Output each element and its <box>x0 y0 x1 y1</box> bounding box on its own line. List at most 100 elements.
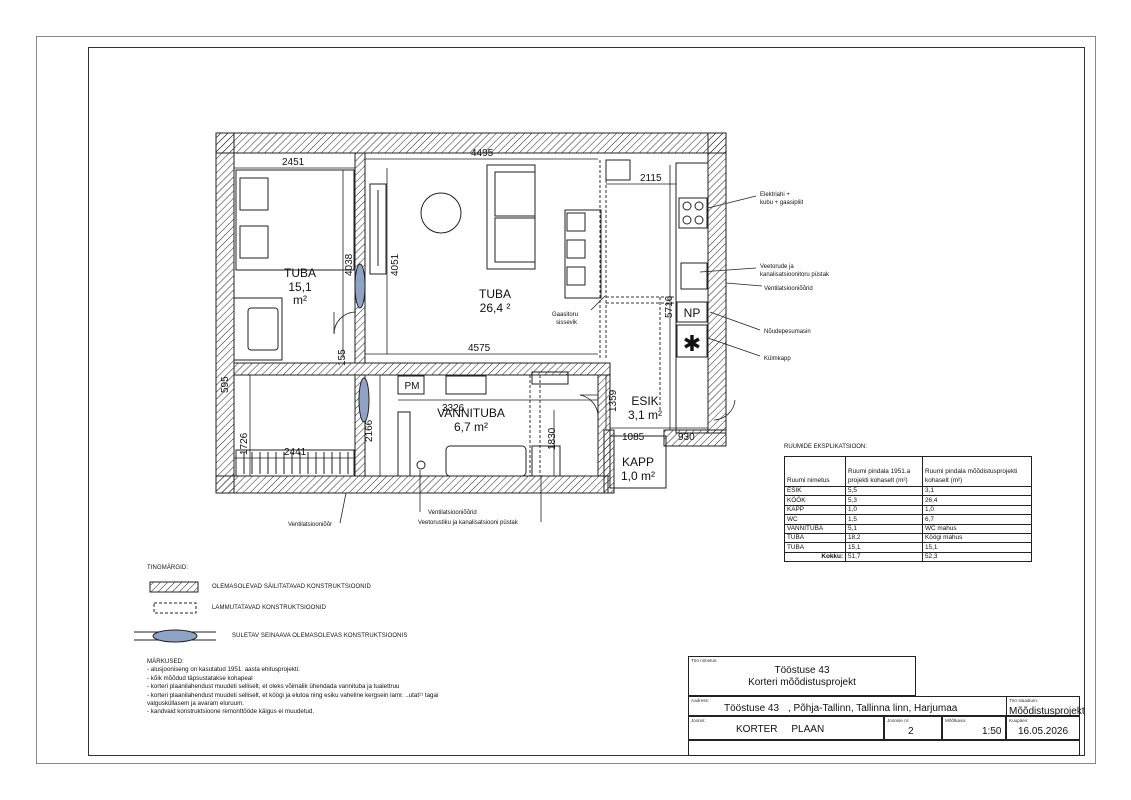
tb-title-line1: Tööstuse 43 <box>774 665 830 676</box>
total-1951: 51,7 <box>845 551 923 563</box>
tb-joonise-nr: 2 <box>908 726 914 737</box>
tb-label-kuupaev: Kuupäev: <box>1009 718 1029 723</box>
existing-walls <box>215 132 727 494</box>
cell: 15,1 <box>845 542 923 553</box>
explication-title: RUUMIDE EKSPLIKATSIOON: <box>784 444 867 450</box>
tb-label-joonis: Joonis: <box>691 718 706 723</box>
callout-vent-bottom: Ventilatsiooniõõrid <box>428 510 477 516</box>
callout-texts: Elektriahi + kubu + gaasipliit Veetorude… <box>288 192 830 528</box>
cell: 1,0 <box>922 504 1032 516</box>
cell: 18,2 <box>845 532 923 544</box>
kitchen-counter <box>675 162 709 434</box>
callout-lines <box>339 195 763 524</box>
room-tuba-1-area: 15,1 <box>288 280 312 294</box>
cell: 5,5 <box>845 485 923 497</box>
tb-label-mootkava: Mõõtkava: <box>945 718 967 723</box>
dim-2166: 2166 <box>364 419 375 442</box>
demolished-walls <box>529 160 676 476</box>
dim-930: 930 <box>678 432 695 443</box>
notes-line: - alusjooniseng on kasutatud 1951. aasta… <box>147 666 300 674</box>
bathtub <box>445 445 527 477</box>
cell: 5,3 <box>845 495 923 506</box>
callout-veerustiku: Veetorustiku ja kanalisatsiooni püstak <box>418 520 519 526</box>
callout-elektriahi: Elektriahi + <box>760 192 790 198</box>
room-esik-name: ESIK <box>631 394 658 408</box>
dim-4575: 4575 <box>468 343 491 354</box>
radiator-stripes <box>243 452 349 474</box>
dim-1359: 1359 <box>608 389 619 412</box>
wall-mid-horizontal <box>233 362 611 376</box>
wall-kapp-left <box>603 429 615 494</box>
drawing-border <box>88 47 1085 756</box>
dining-table <box>564 209 602 299</box>
legend-symbols <box>134 581 216 643</box>
kapp-box <box>609 435 667 489</box>
cell: 6,7 <box>922 514 1032 525</box>
notes-line: - korteri plaanilahendust muudeti sellis… <box>147 691 439 699</box>
outer-frame <box>36 36 1096 764</box>
cell: TUBA <box>784 532 846 544</box>
notes-line: - kõik mõõdud täpsustatakse kohapeal <box>147 674 253 682</box>
cell: 15,1 <box>922 542 1032 553</box>
washing-machine <box>397 375 425 395</box>
notes-line: - korteri plaanilahendust muudeti sellis… <box>147 683 400 691</box>
dimension-lines <box>234 158 708 476</box>
cell: KAPP <box>784 504 846 516</box>
cell: Köögi mahus <box>922 532 1032 544</box>
tb-label-aadress: Aadress: <box>691 698 710 703</box>
bath-sink <box>445 375 487 395</box>
cell: TUBA <box>784 542 846 553</box>
callout-kulmkapp: Külmkapp <box>764 356 791 362</box>
dim-595: 595 <box>220 376 231 393</box>
legend-closed-opening-symbol <box>152 629 198 643</box>
shower <box>531 445 561 477</box>
wall-mid-vertical <box>354 152 366 364</box>
label-pm: PM <box>405 381 420 392</box>
furniture <box>233 159 709 489</box>
callout-vent-left: Ventilatsiooniõõr <box>288 522 332 528</box>
room-tuba-2-name: TUBA <box>479 287 511 301</box>
legend-title: TINGMÄRGID: <box>147 565 189 571</box>
callout-kubu: kubu + gaasipliit <box>760 200 804 206</box>
cell: ESIK <box>784 485 846 497</box>
dim-3326: 3326 <box>442 403 465 414</box>
legend-item-demolished: LAMMUTATAVAD KONSTRUKTSIOONID <box>212 605 327 611</box>
dim-1830: 1830 <box>547 427 558 450</box>
chimney <box>605 159 631 181</box>
desk <box>233 297 283 361</box>
room-kapp-name: KAPP <box>622 455 654 469</box>
dim-4038: 4038 <box>344 253 355 276</box>
tb-label-staadium: Töö staadium: <box>1009 698 1039 703</box>
cell: WC <box>784 514 846 525</box>
wall-left <box>215 132 235 494</box>
dim-2115: 2115 <box>640 173 662 184</box>
header-room-name: Ruumi nimetus <box>784 456 846 487</box>
stove <box>678 197 708 229</box>
tb-label-joonise-nr: Joonise nr: <box>887 718 910 723</box>
tb-title-line2: Korteri mõõdistusprojekt <box>748 677 856 688</box>
cell: VANNITUBA <box>784 523 846 534</box>
notes-line: - kandvaid konstruktsioone remonttööde k… <box>147 708 315 716</box>
cell: KÖÖK <box>784 495 846 506</box>
room-tuba-1-unit: m² <box>293 293 307 307</box>
wall-bath-left <box>354 374 366 477</box>
tb-kuupaev: 16.05.2026 <box>1018 726 1069 737</box>
dimension-texts: 2451 4495 2115 4575 2441 1085 930 3326 4… <box>220 148 695 458</box>
tb-kuupaev-cell <box>1006 716 1080 740</box>
doors <box>333 311 736 421</box>
room-kapp-area: 1,0 m² <box>621 469 655 483</box>
round-table <box>420 192 462 234</box>
notes-title: MÄRKUSED: <box>147 658 184 665</box>
legend-hatch-symbol <box>149 581 199 593</box>
cell: WC mahus <box>922 523 1032 534</box>
wall-right <box>707 132 727 434</box>
sofa <box>486 164 536 270</box>
tb-staadium-cell <box>1006 696 1080 716</box>
tb-address-rest: , Põhja-Tallinn, Tallinna linn, Harjumaa <box>788 703 958 714</box>
tb-mootkava: 1:50 <box>982 726 1002 737</box>
